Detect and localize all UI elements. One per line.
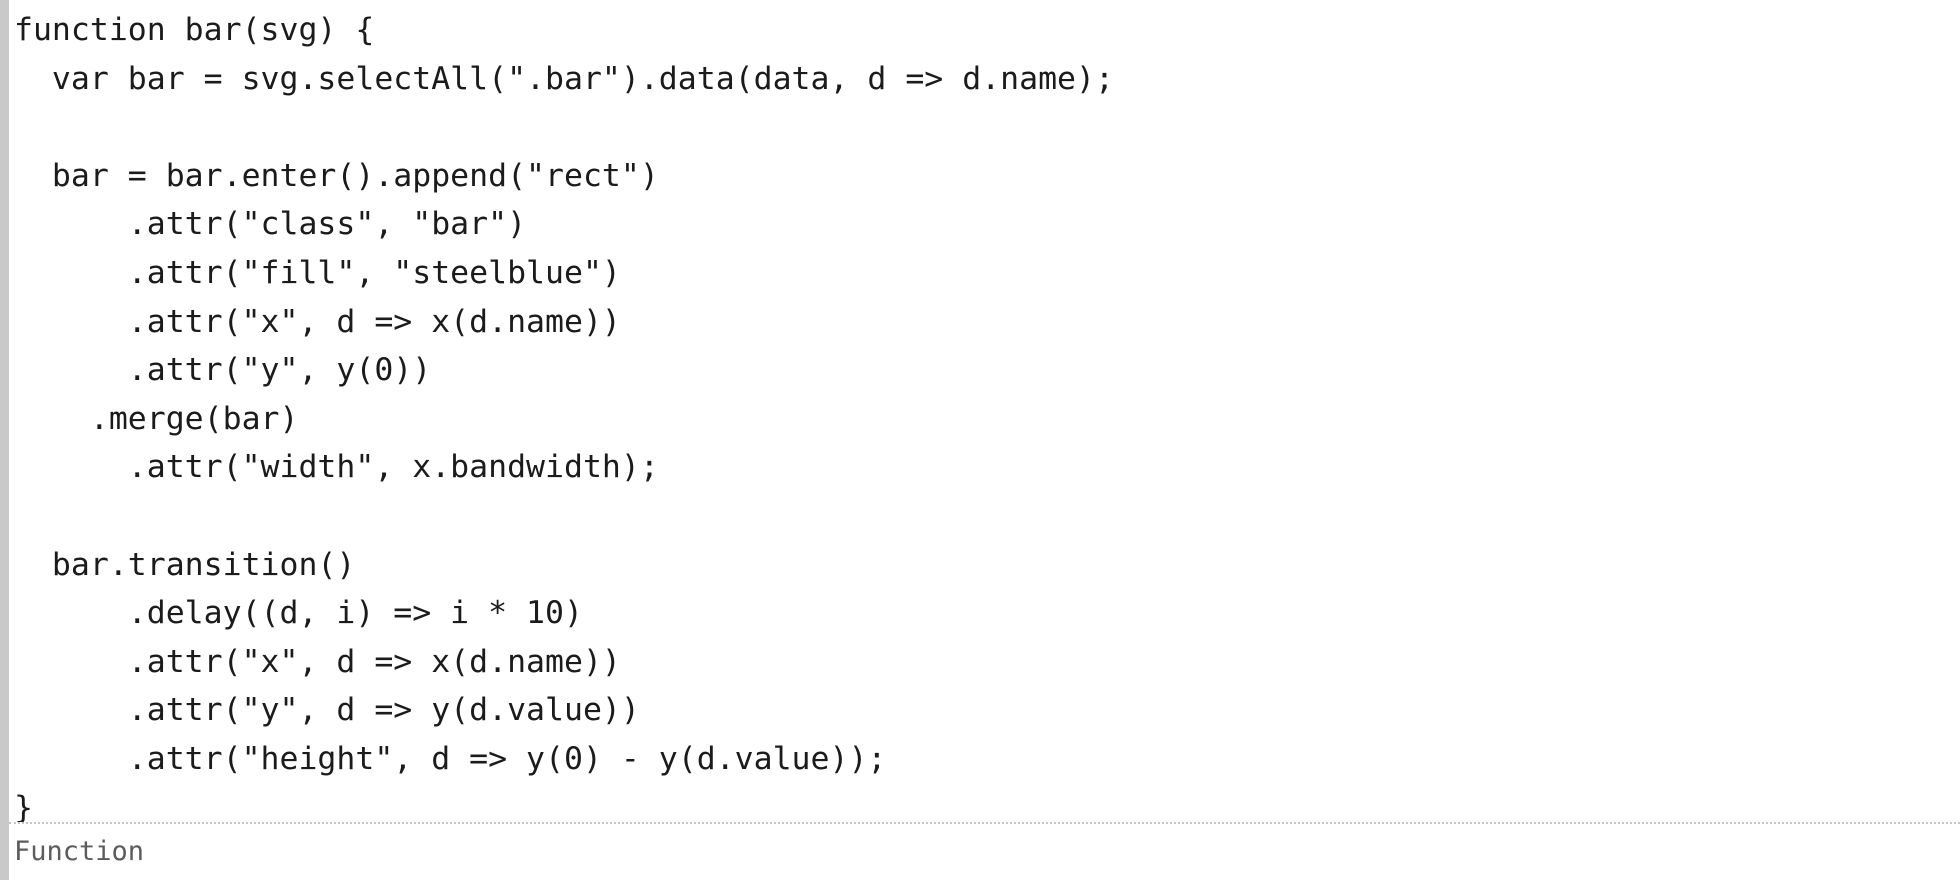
cell-gutter-bar[interactable]	[0, 0, 9, 880]
code-line: .delay((d, i) => i * 10)	[14, 595, 583, 632]
code-line: var bar = svg.selectAll(".bar").data(dat…	[14, 60, 1114, 97]
code-line: .attr("height", d => y(0) - y(d.value));	[14, 740, 887, 777]
code-block[interactable]: function bar(svg) { var bar = svg.select…	[14, 6, 1960, 822]
code-line: .attr("y", d => y(d.value))	[14, 692, 640, 729]
code-line: .attr("y", y(0))	[14, 352, 432, 389]
code-line: .attr("fill", "steelblue")	[14, 254, 621, 291]
code-line: bar = bar.enter().append("rect")	[14, 157, 659, 194]
code-line: .attr("x", d => x(d.name))	[14, 643, 621, 680]
code-editor-area[interactable]: function bar(svg) { var bar = svg.select…	[9, 0, 1960, 822]
code-line: .attr("class", "bar")	[14, 206, 527, 243]
code-line: .attr("width", x.bandwidth);	[14, 449, 659, 486]
code-line	[14, 492, 1960, 541]
code-line: function bar(svg) {	[14, 12, 375, 48]
cell-type-label: Function	[14, 836, 145, 867]
code-line: }	[14, 789, 33, 823]
code-line: .attr("x", d => x(d.name))	[14, 303, 621, 340]
cell-footer: Function	[9, 822, 1960, 880]
code-line: bar.transition()	[14, 546, 356, 583]
code-line	[14, 103, 1960, 152]
code-line: .merge(bar)	[14, 400, 299, 437]
